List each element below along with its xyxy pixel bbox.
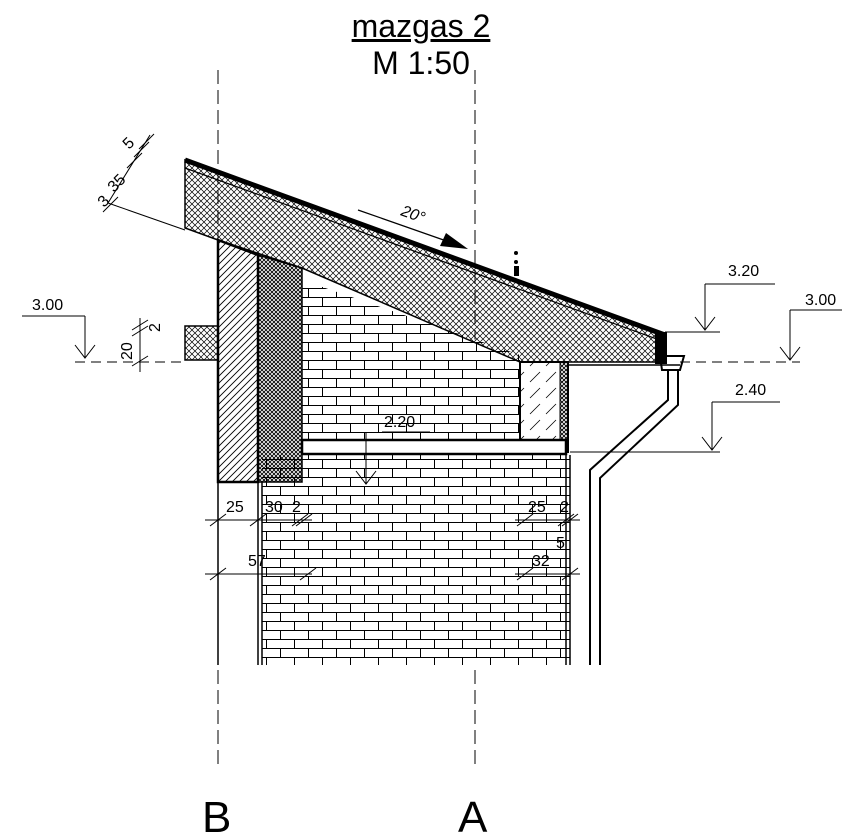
drawing-title-block: mazgas 2 M 1:50: [0, 8, 842, 82]
axis-label-a: A: [458, 793, 488, 835]
dim-left-30: 30: [265, 499, 283, 516]
dim-right-5: 5: [556, 535, 565, 552]
gutter-downpipe: [589, 355, 686, 665]
roof-dimension: [102, 133, 186, 231]
level-eaves: 3.20: [728, 263, 759, 280]
brick-wall-upper: [302, 280, 520, 442]
concrete-wall: [216, 238, 260, 484]
left-slab: [184, 325, 219, 361]
dim-right-2: 2: [560, 499, 569, 516]
level-window: 2.20: [384, 414, 415, 431]
dim-left-57: 57: [248, 553, 266, 570]
insulation-column: [257, 253, 303, 483]
brick-wall-lower: [262, 455, 570, 665]
roof-membrane: [184, 157, 666, 338]
dim-right-32: 32: [532, 553, 550, 570]
drawing-scale: M 1:50: [372, 45, 470, 81]
dim-left-25: 25: [226, 499, 244, 516]
axis-label-b: B: [202, 793, 231, 835]
level-soffit: 2.40: [735, 382, 766, 399]
lintel: [300, 438, 568, 456]
small-dimension: [131, 318, 149, 372]
level-left: 3.00: [32, 297, 63, 314]
roof-dim-a: 3: [95, 192, 113, 210]
roof-dim-c: 5: [120, 134, 138, 152]
angle-label: 20°: [398, 202, 428, 227]
dim-2: 2: [147, 323, 164, 332]
dim-20: 20: [119, 342, 136, 360]
bottom-dimensions: [205, 513, 580, 581]
drawing-title: mazgas 2: [351, 8, 491, 44]
dim-left-2: 2: [292, 499, 301, 516]
dim-right-25: 25: [528, 499, 546, 516]
slope-arrow: [357, 209, 468, 249]
level-markers: [22, 283, 842, 485]
level-right: 3.00: [805, 292, 836, 309]
